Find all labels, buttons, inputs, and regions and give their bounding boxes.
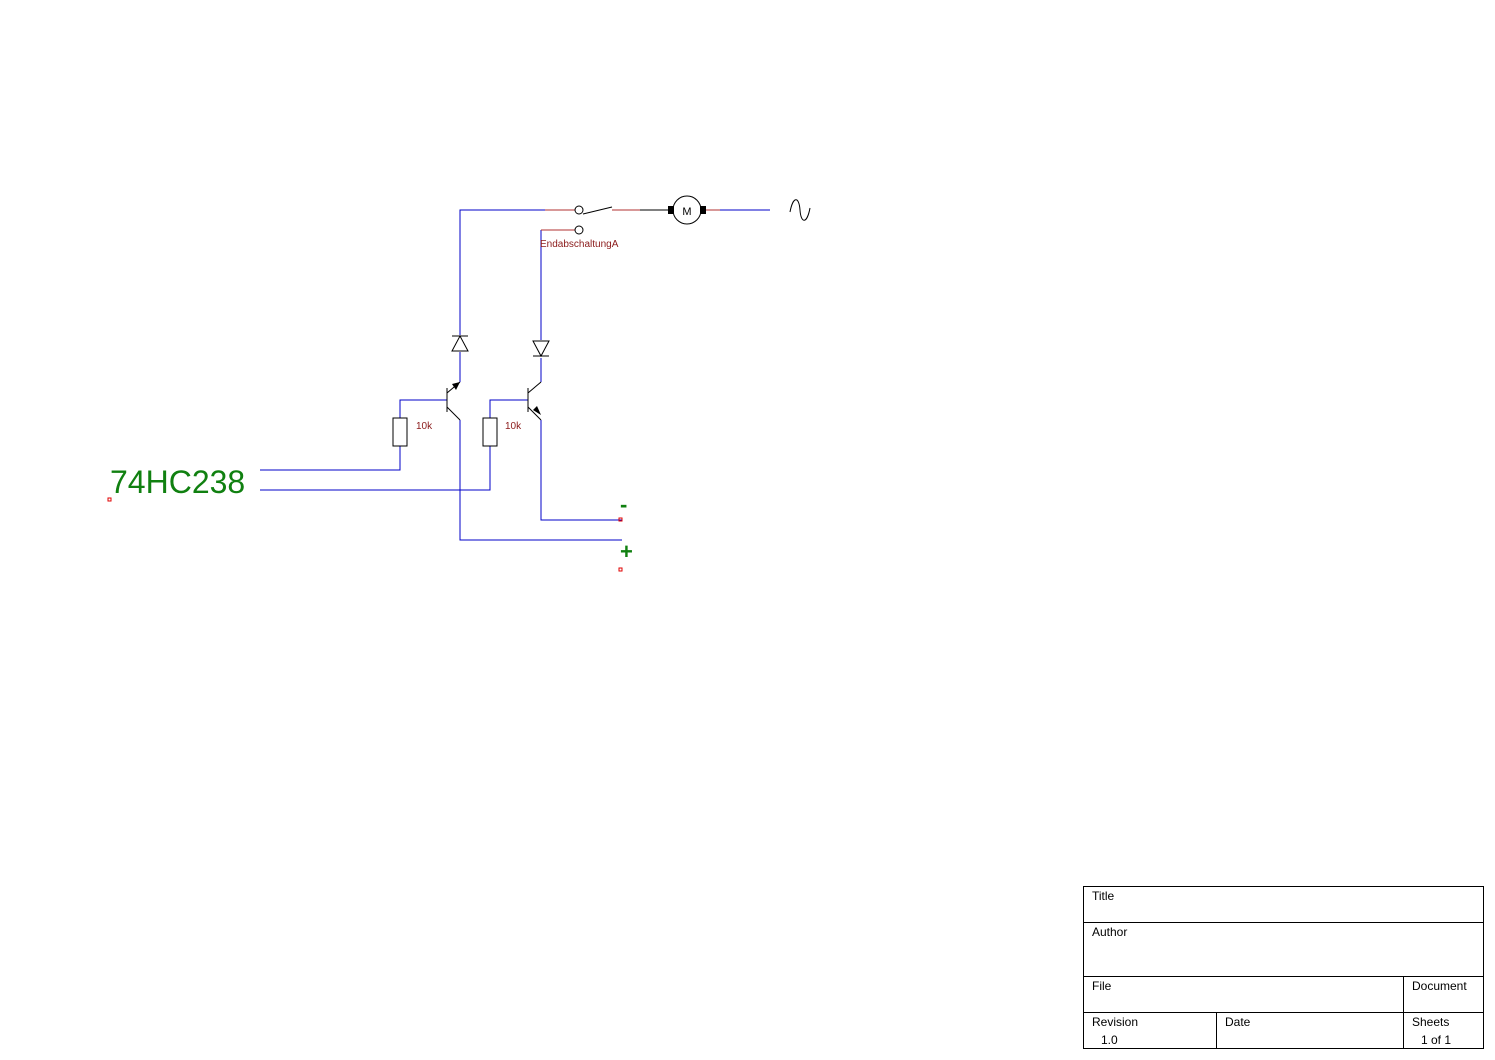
plus-label: + (620, 539, 633, 564)
transistor-2-arrow (533, 406, 541, 415)
tb-revision-value: 1.0 (1101, 1033, 1118, 1047)
switch-label: EndabschaltungA (540, 239, 619, 250)
minus-label: - (620, 492, 627, 517)
ac-source-icon (789, 199, 811, 221)
ic-label: 74HC238 (110, 464, 245, 500)
ic-connector: 74HC238 (107, 464, 245, 502)
resistor-2-body (482, 417, 498, 447)
motor: M (668, 195, 720, 225)
tb-date-label: Date (1225, 1015, 1251, 1029)
resistor-2: 10k (482, 417, 522, 447)
resistor-1: 10k (392, 417, 433, 447)
wire-diode1-switch (459, 209, 545, 335)
wire-r2-q2 (489, 399, 528, 418)
wire-r1-q1 (399, 399, 447, 418)
power-terminals: - + (618, 492, 633, 572)
wire-r1-ic (260, 446, 401, 471)
minus-marker (618, 517, 623, 522)
tb-revision-label: Revision (1092, 1015, 1138, 1029)
wire-r2-ic (260, 446, 491, 491)
tb-sheets-value: 1 of 1 (1421, 1033, 1451, 1047)
resistor-1-label: 10k (416, 421, 433, 432)
wire-q1-plus (459, 420, 622, 541)
tb-file-label: File (1092, 979, 1112, 993)
plus-marker (618, 567, 623, 572)
wires (260, 209, 770, 541)
tb-document-label: Document (1412, 979, 1467, 993)
ic-anchor-marker (107, 497, 112, 502)
tb-author-label: Author (1092, 925, 1127, 939)
motor-label: M (682, 206, 691, 218)
diode-2-icon (532, 340, 550, 358)
diode-2 (532, 340, 550, 358)
diode-1-icon (451, 334, 469, 352)
switch-contact-bottom (574, 225, 584, 235)
transistor-2 (527, 381, 542, 421)
switch-lever (582, 206, 613, 215)
limit-switch: EndabschaltungA (540, 205, 668, 250)
transistor-1-arrow (452, 382, 460, 390)
title-block-frame (1083, 886, 1484, 1049)
title-block: Title Author File Document Revision 1.0 … (1083, 886, 1484, 1049)
motor-circle (672, 195, 702, 225)
transistor-1 (446, 381, 461, 421)
tb-title-label: Title (1092, 889, 1115, 903)
tb-sheets-label: Sheets (1412, 1015, 1449, 1029)
ac-source (789, 199, 811, 221)
wire-q2-minus (540, 420, 622, 521)
resistor-1-body (392, 417, 408, 447)
resistor-2-label: 10k (505, 421, 522, 432)
diode-1 (451, 334, 469, 352)
switch-contact-top (574, 205, 584, 215)
